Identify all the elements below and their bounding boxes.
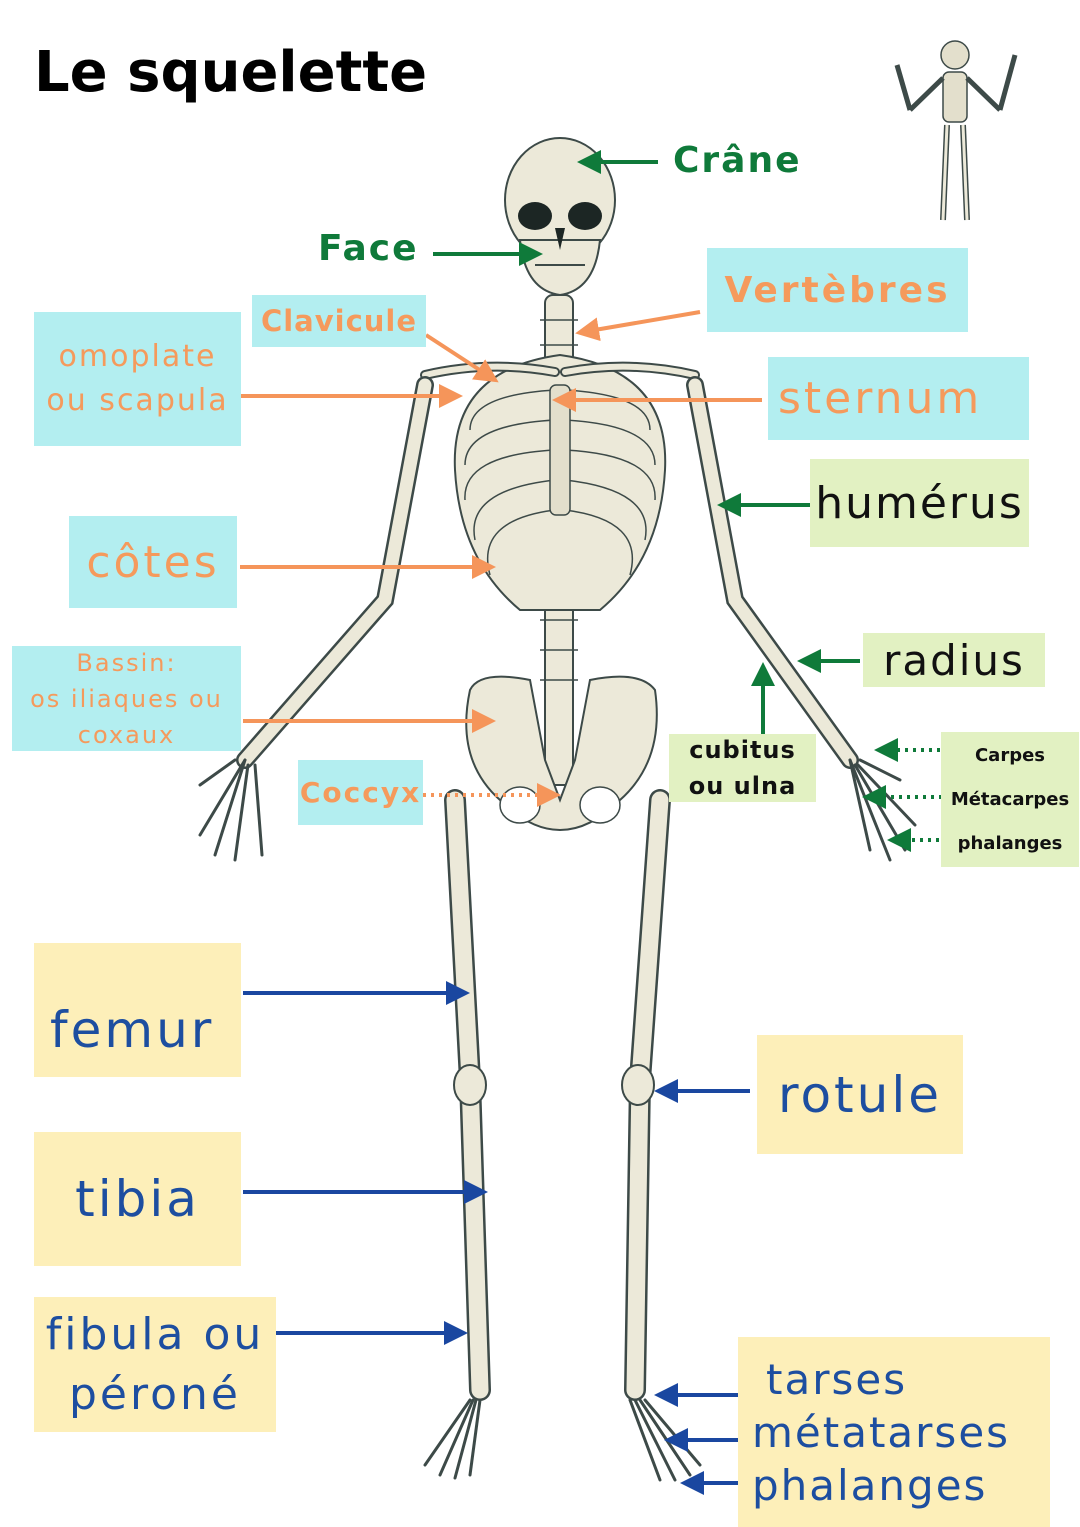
label-femur: femur: [34, 943, 241, 1077]
label-rotule: rotule: [757, 1035, 963, 1154]
label-tibia: tibia: [34, 1132, 241, 1266]
label-tibia-text: tibia: [75, 1170, 200, 1228]
label-rotule-text: rotule: [778, 1065, 942, 1124]
ribcage: [453, 353, 667, 611]
label-vertebres-text: Vertèbres: [724, 269, 951, 311]
label-humerus-text: humérus: [815, 477, 1024, 529]
label-cubitus-line1: cubitus: [689, 736, 796, 764]
label-metacarpes: Métacarpes: [950, 788, 1070, 810]
label-bassin-line2: os iliaques ou: [30, 684, 223, 713]
label-cotes-text: côtes: [86, 536, 220, 588]
label-radius-text: radius: [883, 635, 1025, 685]
label-humerus: humérus: [810, 459, 1029, 547]
label-omoplate: omoplate ou scapula: [34, 312, 241, 446]
label-fibula: fibula ou péroné: [34, 1297, 276, 1432]
label-bassin: Bassin: os iliaques ou coxaux: [12, 646, 241, 751]
legs: [423, 789, 702, 1482]
label-clavicule: Clavicule: [252, 295, 426, 347]
arms: [198, 376, 917, 862]
label-radius: radius: [863, 633, 1045, 687]
label-coccyx-text: Coccyx: [299, 776, 422, 809]
label-cotes: côtes: [69, 516, 237, 608]
page-title: Le squelette: [34, 40, 428, 105]
label-bassin-line3: coxaux: [77, 720, 176, 749]
label-femur-text: femur: [50, 1001, 215, 1059]
label-fibula-line2: péroné: [69, 1368, 241, 1420]
arrow-vertebres: [575, 310, 701, 342]
label-sternum: sternum: [768, 357, 1029, 440]
label-omoplate-line1: omoplate: [58, 339, 217, 374]
label-omoplate-line2: ou scapula: [46, 383, 229, 418]
label-phalanges-pied: phalanges: [752, 1460, 988, 1510]
label-fibula-line1: fibula ou: [45, 1308, 265, 1360]
label-bassin-line1: Bassin:: [76, 648, 177, 677]
label-cubitus-line2: ou ulna: [688, 772, 797, 800]
label-coccyx: Coccyx: [298, 760, 423, 825]
label-foot-bones: tarses métatarses phalanges: [738, 1337, 1050, 1527]
small-skeleton-icon: [894, 40, 1018, 221]
label-cubitus: cubitus ou ulna: [669, 734, 816, 802]
label-vertebres: Vertèbres: [707, 248, 968, 332]
label-phalanges-main: phalanges: [957, 832, 1063, 854]
label-hand-bones: Carpes Métacarpes phalanges: [941, 732, 1079, 867]
arrow-clavicule: [424, 333, 499, 383]
label-sternum-text: sternum: [778, 373, 983, 424]
label-carpes: Carpes: [974, 744, 1046, 766]
label-clavicule-text: Clavicule: [260, 304, 418, 338]
label-crane: Crâne: [673, 140, 802, 181]
label-face: Face: [318, 228, 419, 269]
label-metatarses: métatarses: [752, 1407, 1011, 1457]
label-tarses: tarses: [766, 1354, 908, 1404]
